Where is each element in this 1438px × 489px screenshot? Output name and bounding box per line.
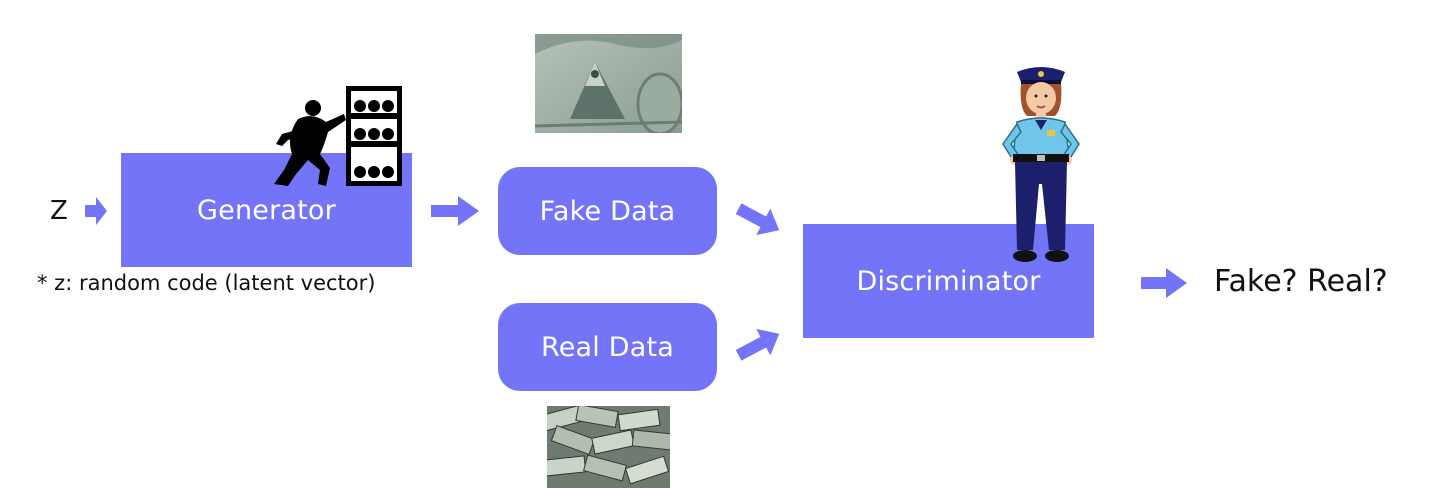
latent-z-label: Z — [50, 196, 68, 226]
discriminator-label: Discriminator — [856, 265, 1041, 297]
generator-label: Generator — [197, 194, 336, 226]
dollar-bill-photo — [535, 34, 682, 133]
arrow-z-to-generator — [85, 197, 107, 225]
arrow-generator-to-fake — [431, 196, 479, 226]
fake-data-label: Fake Data — [539, 195, 676, 227]
arrow-real-to-discriminator — [735, 328, 780, 361]
discriminator-box: Discriminator — [803, 224, 1094, 338]
real-data-label: Real Data — [540, 331, 675, 363]
latent-note: * z: random code (latent vector) — [37, 271, 376, 295]
police-officer-icon — [1002, 67, 1080, 262]
output-label: Fake? Real? — [1214, 264, 1388, 299]
arrow-discriminator-to-output — [1141, 268, 1187, 298]
arrow-fake-to-discriminator — [735, 203, 780, 236]
money-pile-photo — [547, 406, 670, 488]
real-data-box: Real Data — [498, 303, 717, 391]
fake-data-box: Fake Data — [498, 167, 717, 255]
counterfeiter-silhouette-icon — [274, 86, 402, 186]
